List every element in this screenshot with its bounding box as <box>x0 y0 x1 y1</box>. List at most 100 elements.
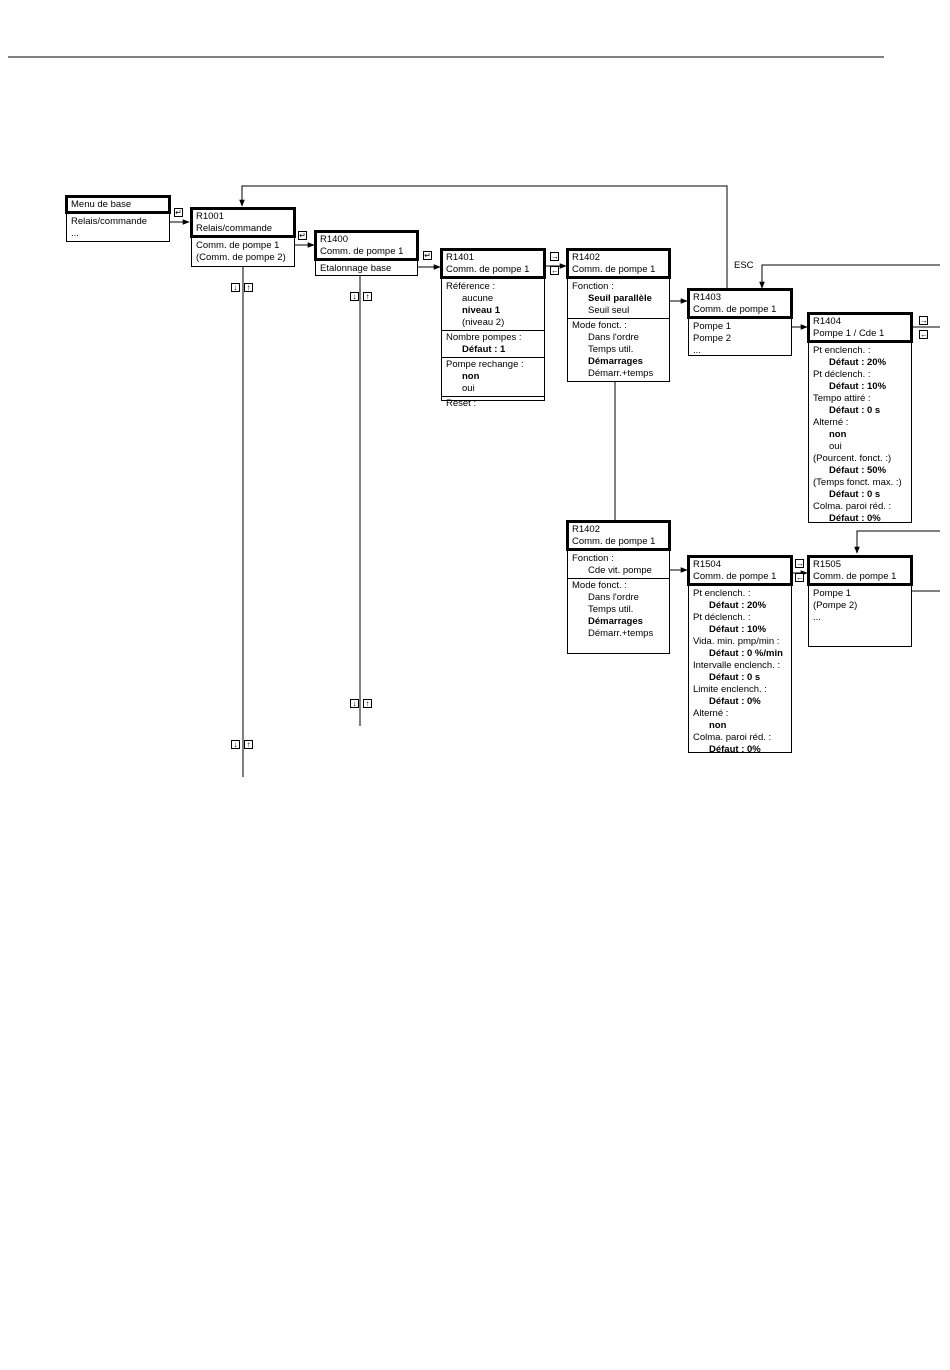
up-key-icon[interactable]: ↑ <box>363 292 372 301</box>
menu-line[interactable]: Pt enclench. : <box>693 588 751 599</box>
menu-line[interactable]: Pt enclench. : <box>813 345 871 356</box>
menu-line[interactable]: Défaut : 20% <box>829 357 887 368</box>
menu-line[interactable]: Défaut : 0 s <box>829 405 881 416</box>
menu-line[interactable]: oui <box>462 383 475 394</box>
nav-keys-r1400-bottom[interactable]: ↓↑ <box>350 699 376 710</box>
right-key-icon[interactable]: → <box>919 316 928 325</box>
menu-line[interactable]: Limite enclench. : <box>693 684 767 695</box>
menu-line[interactable]: Seuil parallèle <box>588 293 652 304</box>
menu-line[interactable]: Défaut : 10% <box>709 624 767 635</box>
menu-section: Relais/commande... <box>67 214 169 241</box>
menu-line[interactable]: Dans l'ordre <box>588 592 639 603</box>
r1001-section: Comm. de pompe 1(Comm. de pompe 2) <box>192 238 294 265</box>
down-key-icon[interactable]: ↓ <box>350 699 359 708</box>
menu-line[interactable]: Démarrages <box>588 356 643 367</box>
down-key-icon[interactable]: ↓ <box>350 292 359 301</box>
nav-keys-r1400-top[interactable]: ↓↑ <box>350 292 376 303</box>
menu-line[interactable]: Démarr.+temps <box>588 368 654 379</box>
menu-line[interactable]: Dans l'ordre <box>588 332 639 343</box>
menu-line[interactable]: Reset : <box>446 398 477 409</box>
menu-line[interactable]: Vida. min. pmp/min : <box>693 636 780 647</box>
menu-line[interactable]: Mode fonct. : <box>572 580 627 591</box>
menu-line[interactable]: Défaut : 0% <box>709 696 761 707</box>
nav-keys-r1001-top[interactable]: ↓↑ <box>231 283 257 294</box>
menu-line[interactable]: Alterné : <box>813 417 849 428</box>
menu-line[interactable]: Tempo attiré : <box>813 393 871 404</box>
menu-line[interactable]: Temps util. <box>588 344 634 355</box>
menu-line[interactable]: Alterné : <box>693 708 729 719</box>
menu-line[interactable]: Mode fonct. : <box>572 320 627 331</box>
menu-line[interactable]: non <box>462 371 480 382</box>
right-key-icon[interactable]: → <box>795 559 804 568</box>
up-key-icon[interactable]: ↑ <box>244 283 253 292</box>
menu-line[interactable]: Défaut : 1 <box>462 344 506 355</box>
menu-line[interactable]: Nombre pompes : <box>446 332 522 343</box>
menu-line[interactable]: Colma. paroi réd. : <box>693 732 772 743</box>
menu-line[interactable]: Pompe 1 <box>693 321 732 332</box>
menu-line[interactable]: non <box>829 429 847 440</box>
menu-line[interactable]: Défaut : 0% <box>709 744 761 755</box>
menu-line[interactable]: (Pourcent. fonct. :) <box>813 453 892 464</box>
menu-line[interactable]: Temps util. <box>588 604 634 615</box>
menu-line[interactable]: Défaut : 0% <box>829 513 881 524</box>
menu-line[interactable]: Démarr.+temps <box>588 628 654 639</box>
r1400-section: Etalonnage base <box>316 261 417 276</box>
enter-key-icon[interactable]: ↵ <box>423 251 432 260</box>
menu-line[interactable]: ... <box>813 612 821 623</box>
menu-line[interactable]: Seuil seul <box>588 305 630 316</box>
menu-line[interactable]: aucune <box>462 293 494 304</box>
menu-line[interactable]: Défaut : 10% <box>829 381 887 392</box>
menu-line[interactable]: Comm. de pompe 1 <box>196 240 280 251</box>
menu-line[interactable]: Pompe 1 <box>813 588 852 599</box>
menu-line[interactable]: Relais/commande <box>71 216 148 227</box>
right-key-icon[interactable]: → <box>550 252 559 261</box>
enter-key-icon[interactable]: ↵ <box>174 208 183 217</box>
menu-line[interactable]: Défaut : 20% <box>709 600 767 611</box>
enter-key-icon[interactable]: ↵ <box>298 231 307 240</box>
menu-line[interactable]: non <box>709 720 727 731</box>
menu-line[interactable]: Défaut : 0 s <box>709 672 761 683</box>
menu-line[interactable]: Colma. paroi réd. : <box>813 501 892 512</box>
down-key-icon[interactable]: ↓ <box>231 283 240 292</box>
menu-line[interactable]: Fonction : <box>572 553 614 564</box>
menu-line[interactable]: Etalonnage base <box>320 263 392 274</box>
menu-line[interactable]: Référence : <box>446 281 496 292</box>
menu-line[interactable]: Cde vit. pompe <box>588 565 652 576</box>
up-key-icon[interactable]: ↑ <box>244 740 253 749</box>
menu-line[interactable]: ... <box>71 228 79 239</box>
menu-line[interactable]: (Comm. de pompe 2) <box>196 252 286 263</box>
menu-line[interactable]: (niveau 2) <box>462 317 505 328</box>
menu-line[interactable]: Pompe rechange : <box>446 359 524 370</box>
menu-line[interactable]: Démarrages <box>588 616 643 627</box>
down-key-icon[interactable]: ↓ <box>231 740 240 749</box>
menu-line[interactable]: Pt déclench. : <box>813 369 871 380</box>
menu-line[interactable]: Pt déclench. : <box>693 612 751 623</box>
menu-line[interactable]: niveau 1 <box>462 305 501 316</box>
menu-line[interactable]: oui <box>829 441 842 452</box>
menu-line[interactable]: (Pompe 2) <box>813 600 858 611</box>
menu-line[interactable]: Défaut : 50% <box>829 465 887 476</box>
left-key-icon[interactable]: ← <box>550 266 559 275</box>
menu-line[interactable]: Défaut : 0 s <box>829 489 881 500</box>
menu-line[interactable]: ... <box>693 345 701 356</box>
menu-line[interactable]: (Temps fonct. max. :) <box>813 477 902 488</box>
menu-line[interactable]: Défaut : 0 %/min <box>709 648 783 659</box>
left-key-icon[interactable]: ← <box>919 330 928 339</box>
menu-line[interactable]: Intervalle enclench. : <box>693 660 781 671</box>
menu-line[interactable]: Fonction : <box>572 281 614 292</box>
menu-line[interactable]: Pompe 2 <box>693 333 732 344</box>
up-key-icon[interactable]: ↑ <box>363 699 372 708</box>
left-key-icon[interactable]: ← <box>795 573 804 582</box>
nav-keys-r1001-bottom[interactable]: ↓↑ <box>231 740 257 751</box>
